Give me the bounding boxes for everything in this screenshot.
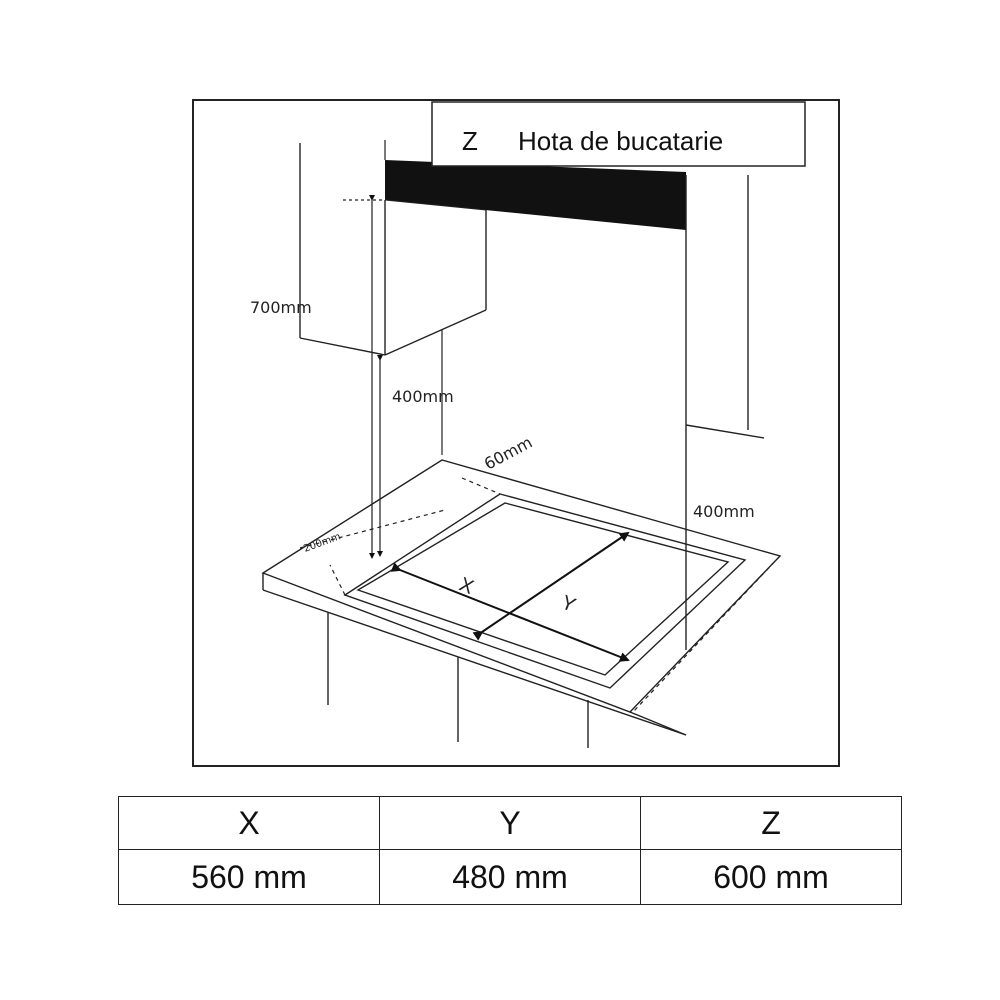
value-z: 600 mm xyxy=(640,849,902,905)
header-x: X xyxy=(118,796,380,850)
hob-cutout xyxy=(343,493,747,689)
value-y: 480 mm xyxy=(379,849,641,905)
header-z: Z xyxy=(640,796,902,850)
legend-letter: Z xyxy=(462,126,478,156)
legend-box: Z Hota de bucatarie xyxy=(431,101,806,167)
diagram-border xyxy=(192,99,840,767)
label-hood-height: 700mm xyxy=(250,298,312,317)
value-x: 560 mm xyxy=(118,849,380,905)
label-clearance-left: 400mm xyxy=(392,387,454,406)
table-header-row: X Y Z xyxy=(118,796,902,850)
right-wall-cabinet xyxy=(685,175,765,650)
hood-height-dimension xyxy=(343,195,443,559)
arrow-label-y: Y xyxy=(558,591,579,616)
arrow-label-x: X xyxy=(456,573,477,598)
clearance-guides xyxy=(299,477,781,713)
table-row: 560 mm 480 mm 600 mm xyxy=(118,849,902,905)
installation-diagram: X Y 700mm 400mm 400mm 60mm 200mm Z Hota … xyxy=(192,99,840,767)
label-clearance-right: 400mm xyxy=(693,502,755,521)
dimension-arrows xyxy=(390,531,630,662)
header-y: Y xyxy=(379,796,641,850)
dimensions-table: X Y Z 560 mm 480 mm 600 mm xyxy=(118,796,902,905)
label-back-gap: 60mm xyxy=(481,433,535,474)
legend-text: Hota de bucatarie xyxy=(518,126,723,156)
